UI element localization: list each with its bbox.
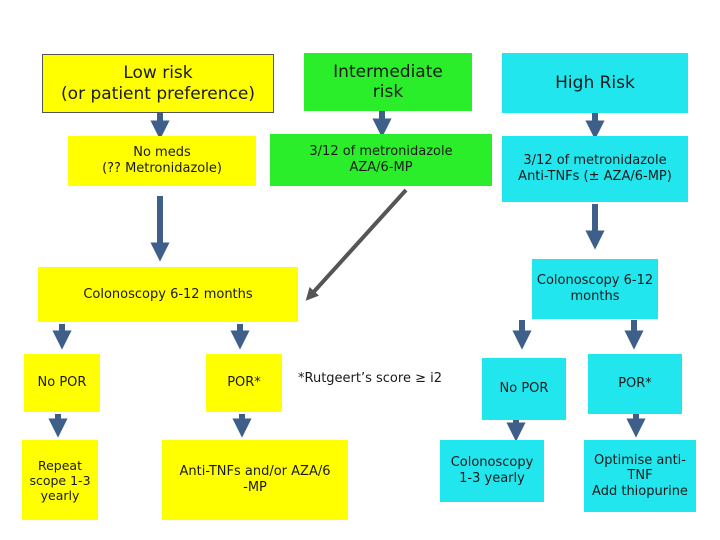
high-risk-box: High Risk (502, 53, 688, 113)
repeat-scope-label: Repeat scope 1-3 yearly (29, 457, 91, 503)
low-risk-box: Low risk (or patient preference) (42, 54, 274, 113)
intermediate-risk-label: Intermediate risk (333, 61, 443, 102)
no-meds-label: No meds (?? Metronidazole) (102, 145, 222, 176)
repeat-scope-box: Repeat scope 1-3 yearly (22, 440, 98, 520)
arrow-aza-to-colon (305, 188, 408, 301)
metronidazole-aza-label: 3/12 of metronidazole AZA/6-MP (309, 144, 453, 175)
metronidazole-aza-box: 3/12 of metronidazole AZA/6-MP (270, 134, 492, 186)
no-meds-box: No meds (?? Metronidazole) (68, 136, 256, 186)
no-por-left-label: No POR (37, 375, 87, 391)
optimise-box: Optimise anti- TNF Add thiopurine (584, 440, 696, 512)
colonoscopy-left-label: Colonoscopy 6-12 months (83, 286, 253, 302)
colonoscopy-right-box: Colonoscopy 6-12 months (532, 259, 658, 319)
intermediate-risk-box: Intermediate risk (304, 53, 472, 111)
metronidazole-anti-tnf-box: 3/12 of metronidazole Anti-TNFs (± AZA/6… (502, 136, 688, 202)
no-por-right-label: No POR (499, 381, 549, 397)
optimise-label: Optimise anti- TNF Add thiopurine (592, 452, 688, 499)
colonoscopy-left-box: Colonoscopy 6-12 months (38, 267, 298, 322)
por-right-label: POR* (618, 376, 652, 392)
colonoscopy-right-label: Colonoscopy 6-12 months (536, 273, 654, 304)
anti-tnf-aza-box: Anti-TNFs and/or AZA/6 -MP (162, 440, 348, 520)
low-risk-label: Low risk (or patient preference) (61, 63, 255, 104)
por-left-label: POR* (227, 375, 261, 391)
no-por-right-box: No POR (482, 358, 566, 420)
por-left-box: POR* (206, 354, 282, 412)
high-risk-label: High Risk (555, 72, 635, 93)
anti-tnf-aza-label: Anti-TNFs and/or AZA/6 -MP (179, 464, 331, 495)
colonoscopy-yearly-box: Colonoscopy 1-3 yearly (440, 440, 544, 502)
colonoscopy-yearly-label: Colonoscopy 1-3 yearly (450, 455, 534, 486)
no-por-left-box: No POR (24, 354, 100, 412)
metronidazole-anti-tnf-label: 3/12 of metronidazole Anti-TNFs (± AZA/6… (518, 153, 672, 184)
por-right-box: POR* (588, 354, 682, 414)
rutgeert-note: *Rutgeert’s score ≥ i2 (298, 371, 442, 386)
